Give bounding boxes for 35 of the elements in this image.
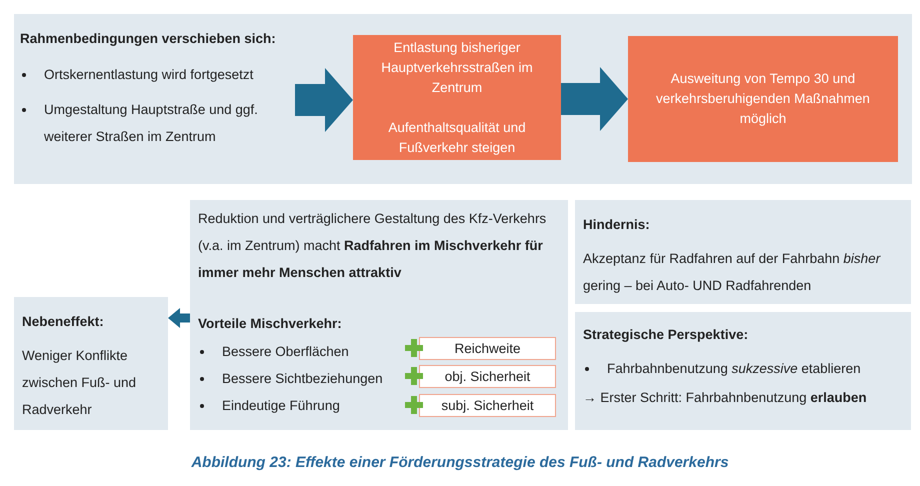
bullet-text: Bessere Sichtbeziehungen — [222, 370, 383, 388]
heading: Nebeneffekt: — [22, 313, 104, 331]
process-box — [353, 35, 561, 160]
process-box — [628, 36, 898, 162]
paragraph: → Erster Schritt: Fahrbahnbenutzung erlauben — [583, 389, 867, 407]
panel — [575, 312, 911, 430]
benefit-box — [419, 365, 556, 388]
box-text: Aufenthaltsqualität und Fußverkehr steigen — [387, 118, 527, 157]
block-arrow — [561, 67, 628, 131]
panel — [575, 200, 911, 304]
caption: Abbildung 23: Effekte einer Förderungsstrategie des Fuß- und Radverkehrs — [190, 453, 730, 473]
panel — [14, 14, 912, 184]
box-text: Entlastung bisheriger Hauptverkehrsstraßen im Zentrum — [380, 38, 534, 96]
benefit-label: obj. Sicherheit — [444, 368, 530, 386]
box-text: Ausweitung von Tempo 30 und verkehrsberuhigenden Maßnahmen möglich — [655, 70, 871, 128]
bullet-text: Umgestaltung Hauptstraße und ggf. weiterer Straßen im Zentrum — [44, 101, 259, 146]
benefit-label: Reichweite — [454, 340, 521, 358]
paragraph: Reduktion und verträglichere Gestaltung des Kfz-Verkehrs (v.a. im Zentrum) macht Radfahren im Mischverkehr für immer mehr Menschen attraktiv — [198, 210, 548, 282]
heading: Vorteile Mischverkehr: — [198, 315, 342, 333]
heading: Rahmenbedingungen verschieben sich: — [20, 30, 276, 48]
bullet-text: Eindeutige Führung — [222, 397, 340, 415]
block-arrow — [295, 68, 353, 132]
heading: Hindernis: — [583, 216, 650, 234]
bullet-text: Bessere Oberflächen — [222, 343, 349, 361]
heading: Strategische Perspektive: — [583, 326, 748, 344]
paragraph: Weniger Konflikte zwischen Fuß- und Radverkehr — [22, 347, 138, 419]
bullet-text: Ortskernentlastung wird fortgesetzt — [44, 66, 254, 84]
bullet-text: Fahrbahnbenutzung sukzessive etablieren — [607, 360, 861, 378]
panel — [190, 200, 568, 430]
benefit-label: subj. Sicherheit — [441, 396, 534, 415]
benefit-box — [419, 337, 556, 360]
benefit-box — [419, 394, 556, 417]
paragraph: Akzeptanz für Radfahren auf der Fahrbahn bisher gering – bei Auto- UND Radfahrenden — [583, 250, 882, 295]
block-arrow — [168, 308, 190, 328]
panel — [14, 297, 168, 430]
